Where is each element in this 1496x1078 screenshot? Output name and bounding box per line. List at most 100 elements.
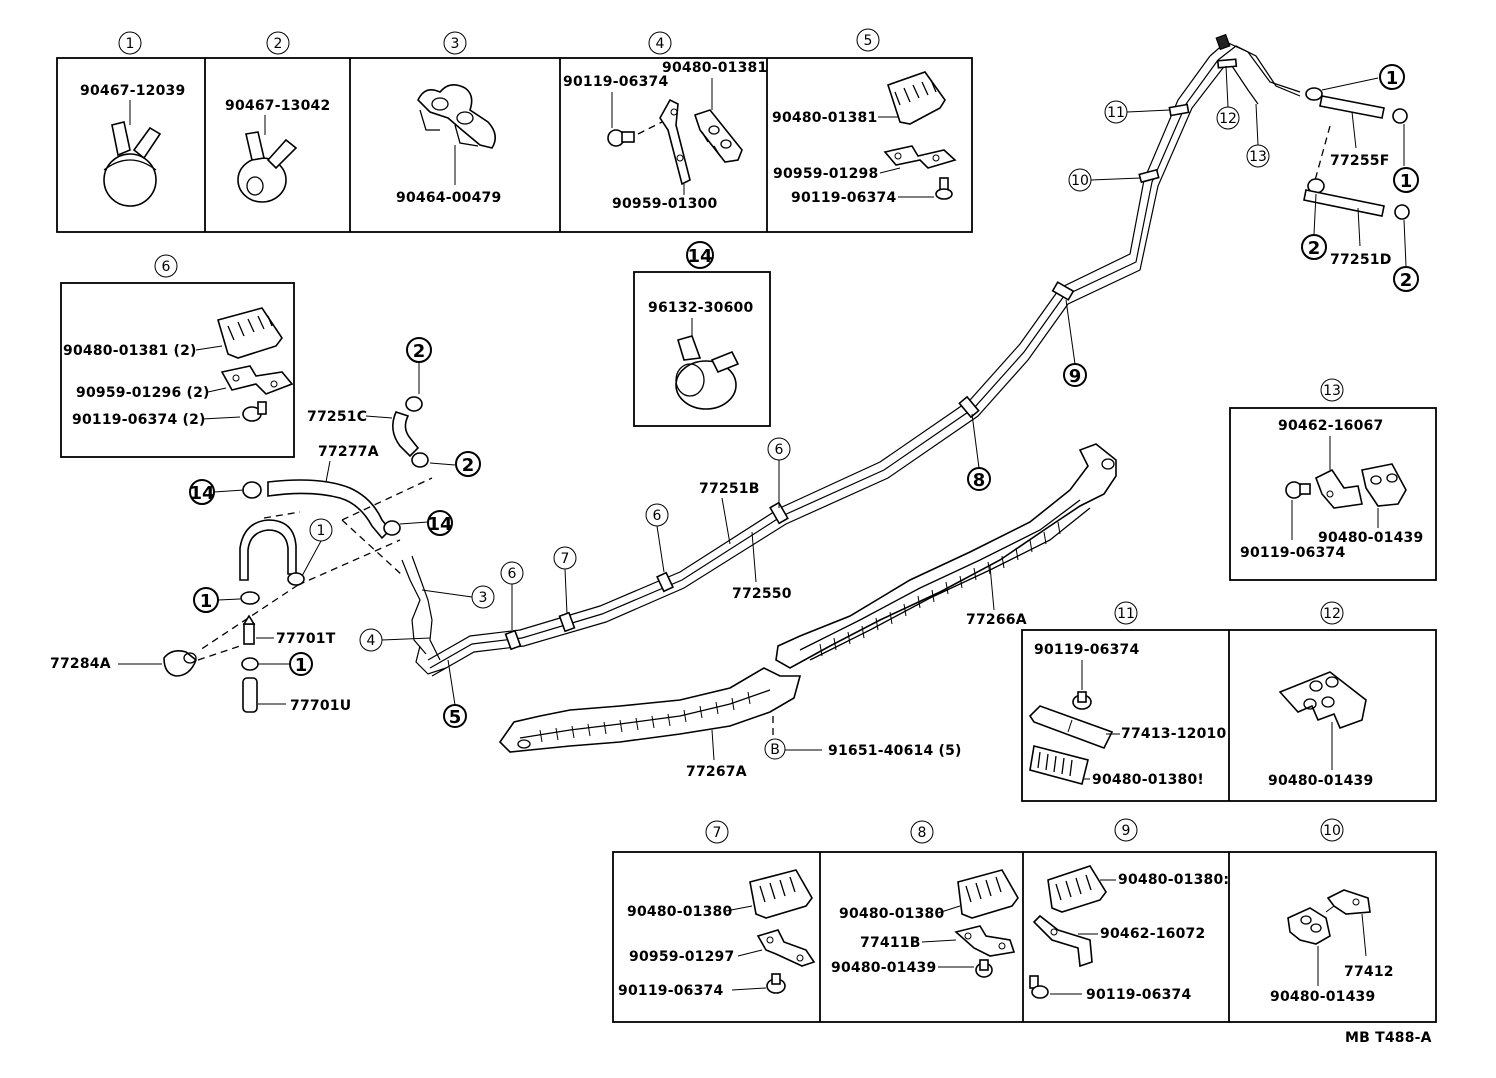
part-label-90119-06374: 90119-06374 <box>1086 987 1191 1003</box>
bracket-icon <box>1032 914 1093 968</box>
diagram-code: MB T488-A <box>1345 1030 1432 1046</box>
callout-1: 1 <box>1400 171 1413 192</box>
part-label-90119-06374-2: 90119-06374 (2) <box>72 412 206 428</box>
top-parts-box <box>56 57 973 233</box>
label-77255f: 77255F <box>1330 153 1389 169</box>
pipe-clamp-icon <box>1047 865 1107 913</box>
callout-2: 2 <box>413 341 426 362</box>
callout-3: 3 <box>479 590 488 606</box>
bolt-icon <box>1029 975 1049 999</box>
bolt-icon <box>607 129 635 147</box>
bracket-icon <box>883 145 957 169</box>
cap-icon <box>163 650 197 677</box>
hose-clamp-icon <box>675 335 740 410</box>
part-label-90480-01439: 90480-01439 <box>1268 773 1373 789</box>
callout-1: 1 <box>317 523 326 539</box>
box-12: 12 90480-01439 <box>1268 601 1373 789</box>
label-772550: 772550 <box>732 586 792 602</box>
bracket-icon <box>1314 468 1363 509</box>
pipe-clamp-icon <box>957 869 1019 919</box>
pipe-clamp-icon <box>1287 905 1335 945</box>
callout-8: 8 <box>918 825 927 841</box>
bottom-parts-box <box>612 851 1437 1023</box>
callout-6: 6 <box>508 566 517 582</box>
check-valve-icon <box>242 614 256 645</box>
part-label-96132-30600: 96132-30600 <box>648 300 753 316</box>
part-label-90480-01381: 90480-01381 <box>662 60 767 76</box>
box-3: 3 90464-00479 <box>396 31 501 206</box>
label-77251d: 77251D <box>1330 252 1392 268</box>
part-label-90959-01300: 90959-01300 <box>612 196 717 212</box>
label-77701t: 77701T <box>276 631 336 647</box>
part-label-90480-01380: 90480-01380 <box>839 906 944 922</box>
bolt-icon <box>975 959 993 978</box>
part-label-90119-06374: 90119-06374 <box>618 983 723 999</box>
callout-4: 4 <box>656 36 665 52</box>
pipe-clamp-icon <box>886 71 946 125</box>
part-label-90464-00479: 90464-00479 <box>396 190 501 206</box>
part-label-90462-16072: 90462-16072 <box>1100 926 1205 942</box>
box-9: 9 90480-01380: 90462-16072 90119-06374 <box>1029 818 1229 1003</box>
callout-b: B <box>770 742 780 758</box>
part-label-90119-06374: 90119-06374 <box>1034 642 1139 658</box>
callout-13: 13 <box>1323 383 1341 399</box>
label-77267a: 77267A <box>686 764 747 780</box>
hose-clip-icon <box>242 481 401 536</box>
callout-3: 3 <box>451 36 460 52</box>
label-91651-40614: 91651-40614 (5) <box>828 743 962 759</box>
hose-clip-icon <box>240 572 305 605</box>
part-label-90959-01298: 90959-01298 <box>773 166 878 182</box>
bracket-icon <box>954 925 1016 957</box>
triple-clamp-icon <box>1278 671 1367 730</box>
box-14: 14 96132-30600 <box>633 241 771 427</box>
part-label-90119-06374: 90119-06374 <box>791 190 896 206</box>
fuel-pipe-assembly <box>401 33 1301 677</box>
callout-1: 1 <box>126 36 135 52</box>
box-7: 7 90480-01380 90959-01297 90119-06374 <box>618 820 816 999</box>
part-label-77411b: 77411B <box>860 935 921 951</box>
pipe-clamp-icon <box>749 869 813 919</box>
pipe-callouts: 6 6 6 7 8 9 10 11 12 13 3 4 5 <box>359 65 1270 728</box>
bolt-icon <box>935 177 953 200</box>
part-label-90467-13042: 90467-13042 <box>225 98 330 114</box>
hose-group: 2 77251C 2 77277A 14 14 1 <box>50 337 481 714</box>
bracket-icon <box>1028 705 1114 749</box>
callout-12: 12 <box>1219 111 1237 127</box>
callout-4: 4 <box>367 633 376 649</box>
box-10: 10 77412 90480-01439 <box>1270 818 1394 1005</box>
callout-2: 2 <box>1308 238 1321 259</box>
callout-12: 12 <box>1323 606 1341 622</box>
box-4: 4 90119-06374 90480-01381 90959-01300 <box>563 31 767 212</box>
part-label-90480-01380: 90480-01380: <box>1118 872 1229 888</box>
callout-14: 14 <box>189 483 214 504</box>
callout-1: 1 <box>200 591 213 612</box>
box-11-12 <box>1021 629 1437 802</box>
pipe-clamp-icon <box>1029 745 1089 785</box>
callout-10: 10 <box>1323 823 1341 839</box>
hose-clip-icon <box>405 396 423 412</box>
part-label-77413-12010: 77413-12010 <box>1121 726 1226 742</box>
hose-clip-icon <box>411 452 429 468</box>
box-1: 1 90467-12039 <box>80 31 185 207</box>
callout-11: 11 <box>1117 606 1135 622</box>
label-77284a: 77284A <box>50 656 111 672</box>
callout-13: 13 <box>1249 149 1267 165</box>
callout-1: 1 <box>295 655 308 676</box>
bolt-icon <box>242 401 267 422</box>
bracket-icon <box>1326 889 1371 915</box>
callout-14: 14 <box>687 246 712 267</box>
bracket-icon <box>756 929 816 967</box>
hose-clamp-icon <box>103 121 162 207</box>
part-label-90480-01381: 90480-01381 <box>772 110 877 126</box>
callout-14: 14 <box>427 514 452 535</box>
bracket-icon <box>659 98 691 186</box>
box-2: 2 90467-13042 <box>225 31 330 203</box>
part-label-90959-01296-2: 90959-01296 (2) <box>76 385 210 401</box>
callout-9: 9 <box>1122 823 1131 839</box>
box-5: 5 90480-01381 90959-01298 90119-06374 <box>772 28 957 206</box>
callout-6: 6 <box>653 508 662 524</box>
right-hose-group: 1 1 77255F 2 2 77251D <box>1301 64 1419 292</box>
callout-11: 11 <box>1107 105 1125 121</box>
part-label-90119-06374: 90119-06374 <box>563 74 668 90</box>
